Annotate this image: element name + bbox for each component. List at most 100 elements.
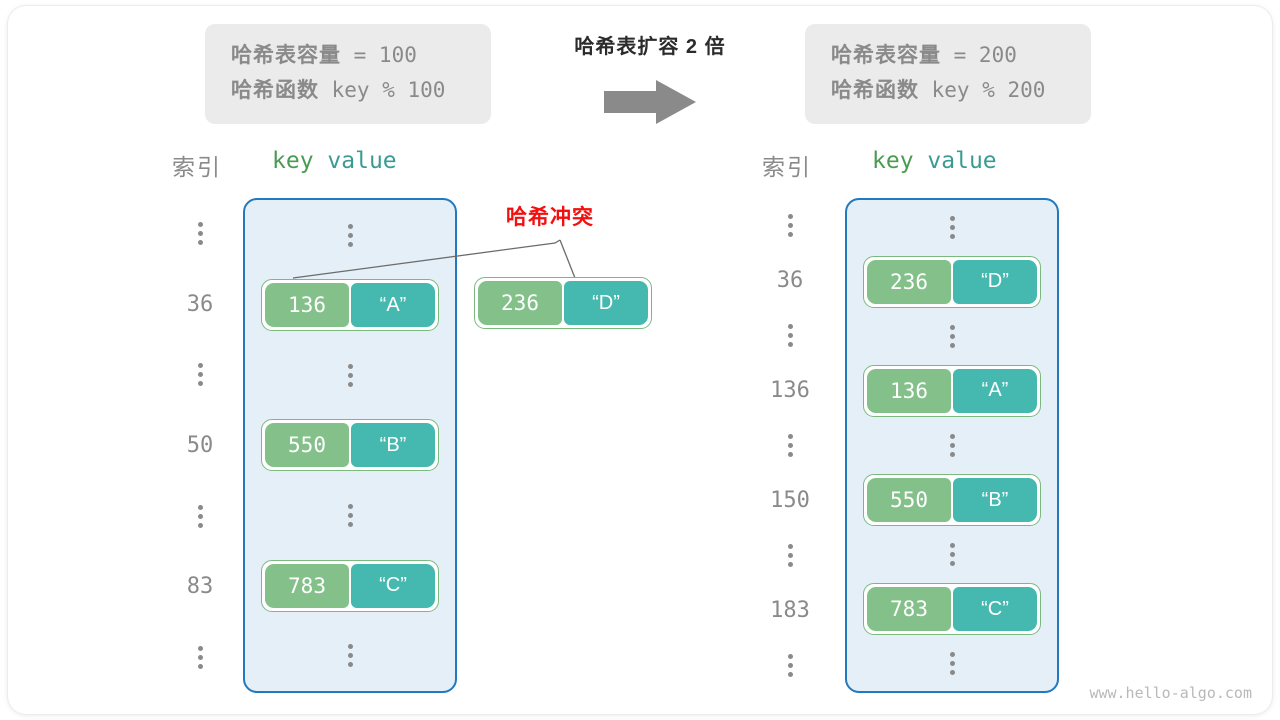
kv-pair-key: 136 <box>265 283 349 328</box>
index-label: 83 <box>186 574 214 600</box>
info-left-capacity-value: = 100 <box>341 43 417 67</box>
index-ellipsis <box>755 528 825 583</box>
kv-pair-value: “B” <box>953 478 1037 523</box>
figure-card <box>8 6 1272 714</box>
kv-pair[interactable]: 136“A” <box>863 364 1041 417</box>
index-ellipsis <box>165 198 235 269</box>
index-ellipsis <box>755 418 825 473</box>
index-ellipsis <box>755 638 825 693</box>
vertical-ellipsis-icon <box>949 324 955 348</box>
vertical-ellipsis-icon <box>949 434 955 458</box>
vertical-ellipsis-icon <box>197 646 203 670</box>
info-left-capacity-label: 哈希表容量 <box>231 44 341 67</box>
ellipsis-row <box>847 309 1057 364</box>
kv-pair-value: “B” <box>351 423 435 468</box>
index-label: 36 <box>186 291 214 317</box>
kv-pair-key: 783 <box>867 587 951 632</box>
right-arrow-icon <box>604 80 696 124</box>
table-row: 550“B” <box>245 410 455 480</box>
ellipsis-row <box>245 200 455 270</box>
kv-pair-key: 236 <box>867 259 951 304</box>
info-right-capacity-line: 哈希表容量 = 200 <box>831 38 1065 73</box>
kv-pair-value: “D” <box>564 281 648 325</box>
vertical-ellipsis-icon <box>787 654 793 677</box>
kv-pair-key: 550 <box>867 478 951 523</box>
table-row: 783“C” <box>245 551 455 621</box>
info-left-function-value: key % 100 <box>319 78 446 102</box>
vertical-ellipsis-icon <box>949 215 955 239</box>
right-key-header: key <box>872 148 914 174</box>
vertical-ellipsis-icon <box>347 504 353 528</box>
vertical-ellipsis-icon <box>347 223 353 247</box>
index-label: 150 <box>770 488 810 513</box>
kv-pair-key: 236 <box>478 281 562 325</box>
kv-pair[interactable]: 236“D” <box>474 277 652 329</box>
vertical-ellipsis-icon <box>197 221 203 245</box>
vertical-ellipsis-icon <box>787 544 793 567</box>
kv-pair-value: “D” <box>953 259 1037 304</box>
info-right-capacity-label: 哈希表容量 <box>831 44 941 67</box>
vertical-ellipsis-icon <box>787 434 793 457</box>
hash-table-info-right: 哈希表容量 = 200 哈希函数 key % 200 <box>805 24 1091 124</box>
kv-pair[interactable]: 783“C” <box>863 583 1041 636</box>
vertical-ellipsis-icon <box>197 363 203 387</box>
index-label: 136 <box>770 378 810 403</box>
vertical-ellipsis-icon <box>949 543 955 567</box>
kv-pair[interactable]: 550“B” <box>863 474 1041 527</box>
info-right-function-label: 哈希函数 <box>831 79 919 102</box>
table-row: 136“A” <box>245 270 455 340</box>
kv-pair-value: “C” <box>953 587 1037 632</box>
vertical-ellipsis-icon <box>347 363 353 387</box>
kv-pair-key: 136 <box>867 368 951 413</box>
table-row: 136“A” <box>847 364 1057 419</box>
hash-table-after: 236“D” 136“A” 550“B” 783“C” <box>845 198 1059 693</box>
index-label: 50 <box>186 432 214 458</box>
info-left-function-label: 哈希函数 <box>231 79 319 102</box>
index-ellipsis <box>165 622 235 693</box>
info-right-capacity-value: = 200 <box>941 43 1017 67</box>
kv-pair-value: “A” <box>953 368 1037 413</box>
index-ellipsis <box>755 308 825 363</box>
index-ellipsis <box>165 339 235 410</box>
left-kv-header: key value <box>272 148 397 174</box>
kv-pair-value: “C” <box>351 563 435 608</box>
right-value-header: value <box>927 148 997 174</box>
table-row: 550“B” <box>847 473 1057 528</box>
left-key-header: key <box>272 148 314 174</box>
right-index-header: 索引 <box>762 154 812 180</box>
ellipsis-row <box>847 637 1057 692</box>
kv-pair[interactable]: 136“A” <box>261 279 439 332</box>
vertical-ellipsis-icon <box>197 504 203 528</box>
index-label: 183 <box>770 598 810 623</box>
index-ellipsis <box>165 481 235 552</box>
kv-pair-value: “A” <box>351 283 435 328</box>
hash-table-info-left: 哈希表容量 = 100 哈希函数 key % 100 <box>205 24 491 124</box>
kv-pair[interactable]: 550“B” <box>261 419 439 472</box>
ellipsis-row <box>245 340 455 410</box>
info-left-capacity-line: 哈希表容量 = 100 <box>231 38 465 73</box>
ellipsis-row <box>847 200 1057 255</box>
left-index-header: 索引 <box>172 154 222 180</box>
kv-pair-key: 783 <box>265 563 349 608</box>
table-row: 236“D” <box>847 255 1057 310</box>
ellipsis-row <box>847 527 1057 582</box>
vertical-ellipsis-icon <box>787 214 793 237</box>
info-right-function-value: key % 200 <box>919 78 1046 102</box>
watermark: www.hello-algo.com <box>1089 684 1252 702</box>
collision-label: 哈希冲突 <box>506 206 594 229</box>
kv-pair[interactable]: 236“D” <box>863 255 1041 308</box>
hash-table-before: 136“A” 550“B” 783“C” <box>243 198 457 693</box>
kv-pair[interactable]: 783“C” <box>261 559 439 612</box>
figure-title: 哈希表扩容 2 倍 <box>574 36 726 58</box>
left-value-header: value <box>327 148 397 174</box>
vertical-ellipsis-icon <box>787 324 793 347</box>
right-kv-header: key value <box>872 148 997 174</box>
collision-pair: 236“D” <box>474 277 652 329</box>
ellipsis-row <box>847 418 1057 473</box>
ellipsis-row <box>245 481 455 551</box>
ellipsis-row <box>245 621 455 691</box>
index-ellipsis <box>755 198 825 253</box>
left-index-column: 36 50 83 <box>165 198 235 693</box>
